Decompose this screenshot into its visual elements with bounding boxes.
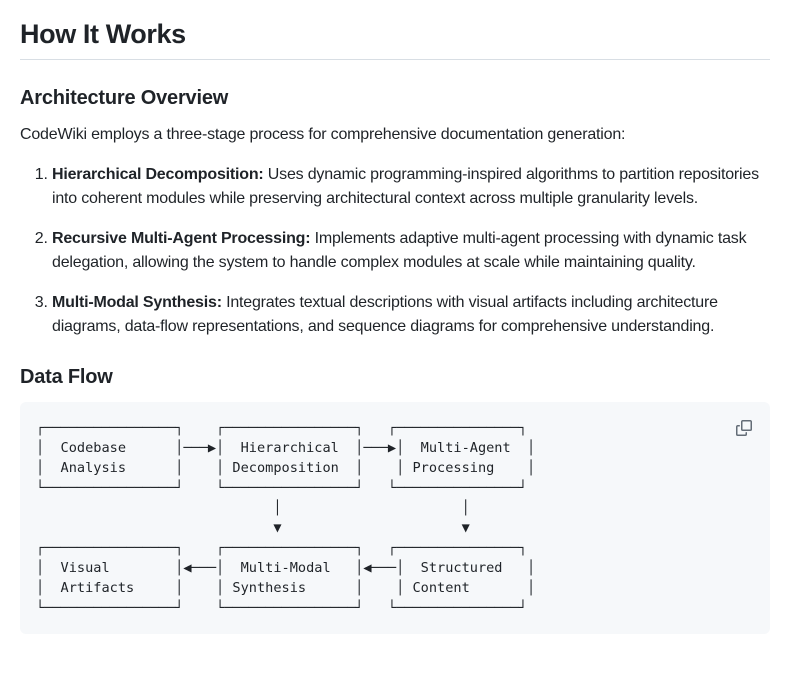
step-text: Uses dynamic programming-inspired algori… — [52, 165, 759, 207]
list-item-multi-modal-synthesis: Multi-Modal Synthesis: Integrates textua… — [52, 291, 770, 339]
list-item-recursive-multi-agent-processing: Recursive Multi-Agent Processing: Implem… — [52, 227, 770, 275]
section-heading-architecture-overview: Architecture Overview — [20, 86, 229, 109]
step-text: Implements adaptive multi-agent processi… — [52, 229, 747, 271]
step-label: Hierarchical Decomposition: — [52, 165, 264, 183]
step-label: Multi-Modal Synthesis: — [52, 293, 222, 311]
step-label: Recursive Multi-Agent Processing: — [52, 229, 311, 247]
ascii-flow-diagram: ┌────────────────┐ ┌────────────────┐ ┌─… — [36, 419, 536, 616]
copy-button[interactable] — [730, 414, 758, 442]
section-heading-data-flow: Data Flow — [20, 365, 113, 388]
intro-paragraph: CodeWiki employs a three-stage process f… — [20, 125, 626, 143]
step-text: Integrates textual descriptions with vis… — [52, 293, 718, 335]
process-steps-list: Hierarchical Decomposition: Uses dynamic… — [20, 163, 770, 339]
readme-content: How It Works Architecture Overview CodeW… — [0, 0, 790, 634]
page-title: How It Works — [20, 18, 770, 60]
list-item-hierarchical-decomposition: Hierarchical Decomposition: Uses dynamic… — [52, 163, 770, 211]
copy-icon — [736, 419, 752, 436]
code-block: ┌────────────────┐ ┌────────────────┐ ┌─… — [20, 401, 770, 634]
